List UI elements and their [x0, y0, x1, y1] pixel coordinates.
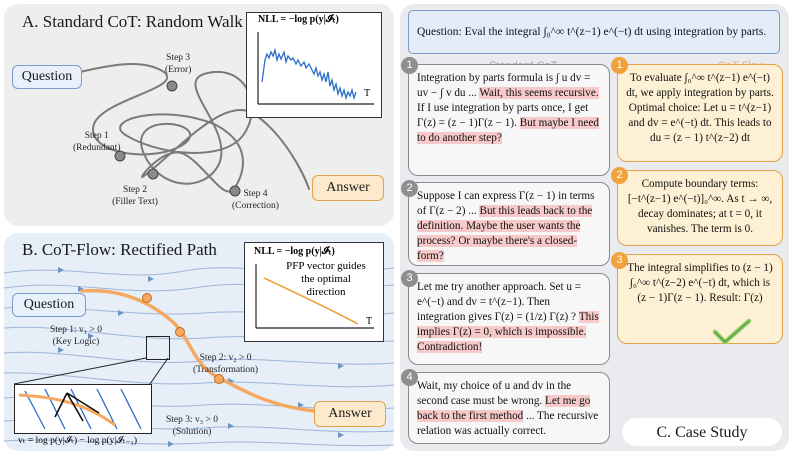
zoom-source-box: [146, 336, 170, 360]
flow-step-3-node: [214, 374, 224, 384]
standard-step-number: 2: [401, 180, 418, 197]
nll-inset-a: [246, 12, 382, 118]
nll-inset-b-label: NLL = −log p(y|𝓘ₜ): [254, 246, 335, 257]
flow-step-number: 2: [611, 167, 628, 184]
standard-step-card: Wait, my choice of u and dv in the secon…: [408, 372, 610, 444]
step-2-label: Step 2(Filler Text): [112, 185, 158, 207]
standard-step-number: 1: [401, 57, 418, 74]
step-1-label: Step 1(Redundant): [73, 131, 121, 153]
nll-inset-a-t: T: [364, 88, 371, 99]
standard-step-card: Integration by parts formula is ∫ u dv =…: [408, 64, 610, 176]
velocity-formula: vₜ = log p(y|𝓘ₜ) − log p(y|𝓘ₜ₋₁): [18, 436, 138, 446]
panel-b-title: B. CoT-Flow: Rectified Path: [22, 240, 217, 259]
step-3-label: Step 3(Error): [165, 53, 192, 75]
step-4-label: Step 4(Correction): [232, 189, 279, 211]
nll-noisy-curve: [261, 47, 357, 101]
nll-inset-b-plot: [255, 264, 374, 329]
question-box-a: Question: [12, 65, 82, 89]
nll-smooth-curve: [263, 277, 359, 325]
flow-step-card: To evaluate ∫₀^∞ t^(z−1) e^(−t) dt, we a…: [617, 64, 783, 162]
flow-step-2-node: [175, 327, 185, 337]
panel-a-title: A. Standard CoT: Random Walk: [22, 12, 243, 31]
zoom-detail: [14, 384, 152, 434]
nll-inset-a-label: NLL = −log p(y|𝓘ₜ): [258, 14, 339, 25]
checkmark-icon: [712, 318, 752, 345]
step-1-node: [114, 150, 126, 162]
standard-step-card: Suppose I can express Γ(z − 1) in terms …: [408, 182, 610, 266]
answer-box-a: Answer: [312, 175, 384, 201]
flow-step-number: 1: [611, 57, 628, 74]
standard-step-number: 4: [401, 369, 418, 386]
standard-step-number: 3: [401, 270, 418, 287]
flow-step-2-label: Step 2: v₂ > 0(Transformation): [193, 353, 259, 375]
rectified-path: [80, 288, 316, 413]
case-study-label: C. Case Study: [622, 418, 782, 446]
flow-step-card: Compute boundary terms: [−t^(z−1) e^(−t)…: [617, 170, 783, 246]
nll-inset-b: [244, 242, 384, 342]
standard-step-card: Let me try another approach. Set u = e^(…: [408, 273, 610, 365]
step-3-node: [166, 80, 178, 92]
question-banner: Question: Eval the integral ∫₀^∞ t^(z−1)…: [408, 10, 780, 54]
flow-step-3-label: Step 3: v₃ > 0(Solution): [166, 415, 218, 437]
question-box-b: Question: [12, 293, 86, 317]
nll-inset-b-t: T: [366, 316, 373, 327]
flow-step-number: 3: [611, 252, 628, 269]
flow-step-1-node: [142, 293, 152, 303]
flow-step-1-label: Step 1: v₁ > 0(Key Logic): [50, 325, 102, 347]
flow-step-card: The integral simplifies to (z − 1) ∫₀^∞ …: [617, 254, 783, 344]
answer-box-b: Answer: [314, 401, 386, 427]
step-2-node: [147, 168, 159, 180]
nll-inset-a-plot: [257, 32, 374, 105]
question-text: Question: Eval the integral ∫₀^∞ t^(z−1)…: [417, 26, 767, 38]
step-4-node: [229, 185, 241, 197]
